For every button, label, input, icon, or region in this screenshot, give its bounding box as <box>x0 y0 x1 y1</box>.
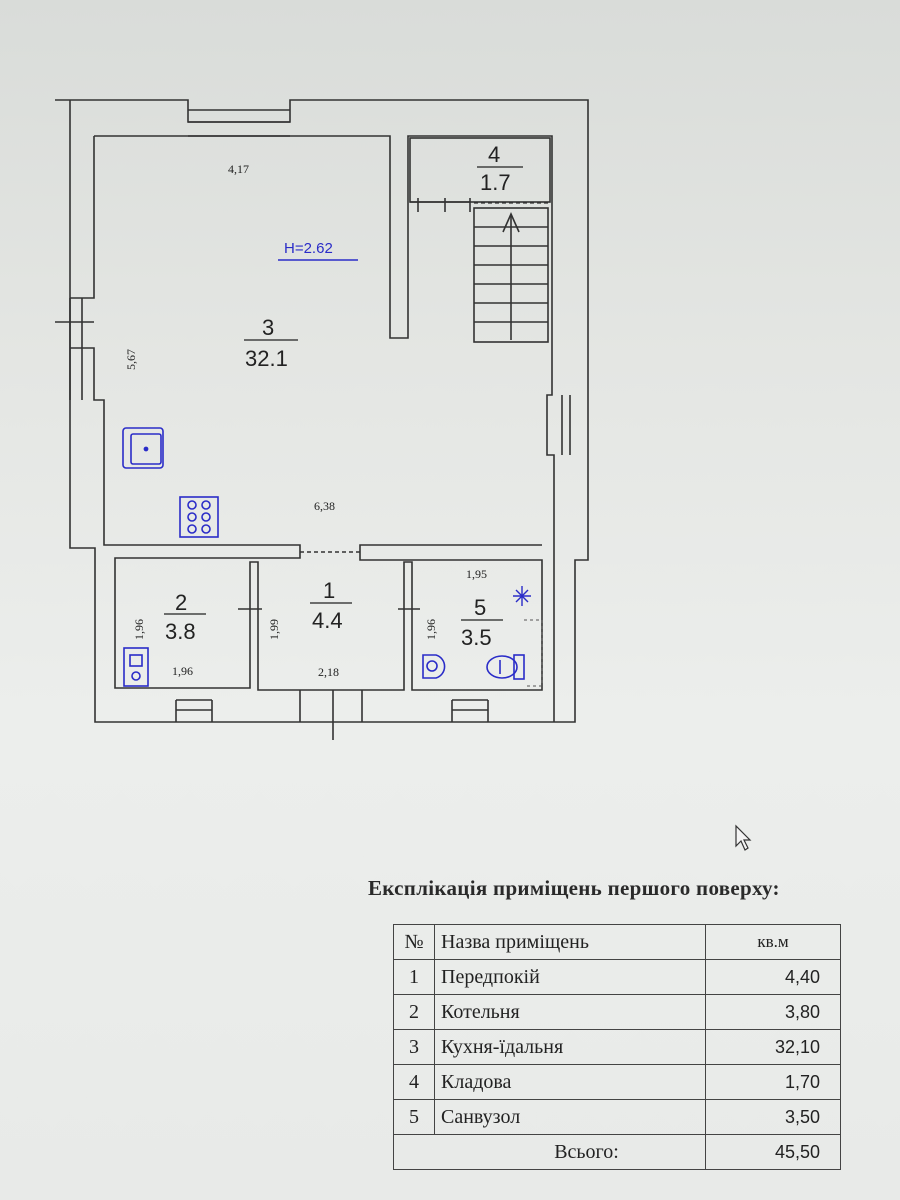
total-label: Всього: <box>393 1134 706 1170</box>
header-name: Назва приміщень <box>434 924 706 960</box>
explication-title: Експлікація приміщень першого поверху: <box>368 876 780 900</box>
table-row: 4 Кладова 1,70 <box>393 1064 841 1100</box>
row-name: Котельня <box>434 994 706 1030</box>
table-row: 5 Санвузол 3,50 <box>393 1099 841 1135</box>
row-name: Санвузол <box>434 1099 706 1135</box>
row-area: 32,10 <box>705 1029 841 1065</box>
dimension-middle: 6,38 <box>314 499 335 513</box>
header-area: кв.м <box>705 924 841 960</box>
row-name: Кладова <box>434 1064 706 1100</box>
room-3-area: 32.1 <box>245 346 288 371</box>
shower-icon <box>513 586 531 606</box>
mouse-cursor-icon <box>735 824 752 851</box>
row-no: 1 <box>393 959 435 995</box>
dimension-left: 5,67 <box>124 349 138 370</box>
room-4-number: 4 <box>488 142 500 167</box>
row-no: 2 <box>393 994 435 1030</box>
room-1-number: 1 <box>323 578 335 603</box>
washbasin-icon <box>422 654 446 679</box>
row-area: 3,50 <box>705 1099 841 1135</box>
table-total-row: Всього: 45,50 <box>393 1134 841 1170</box>
dimension-top: 4,17 <box>228 162 249 176</box>
table-row: 1 Передпокій 4,40 <box>393 959 841 995</box>
row-name: Кухня-їдальня <box>434 1029 706 1065</box>
explication-table: № Назва приміщень кв.м 1 Передпокій 4,40… <box>393 924 841 1170</box>
table-header-row: № Назва приміщень кв.м <box>393 924 841 960</box>
stove-icon <box>179 496 219 538</box>
table-row: 2 Котельня 3,80 <box>393 994 841 1030</box>
boiler-icon <box>123 647 149 687</box>
inner-wall <box>70 347 543 691</box>
room-4-area: 1.7 <box>480 170 511 195</box>
row-name: Передпокій <box>434 959 706 995</box>
dimension-room2-width: 1,96 <box>172 664 193 678</box>
toilet-icon <box>486 654 525 680</box>
floor-plan: H=2.62 3 32.1 4 1.7 2 3.8 1 4.4 5 3.5 4,… <box>55 99 752 851</box>
header-no: № <box>393 924 435 960</box>
row-area: 3,80 <box>705 994 841 1030</box>
ceiling-height-label: H=2.62 <box>284 240 333 257</box>
dimension-room2-height: 1,96 <box>132 619 146 640</box>
row-no: 4 <box>393 1064 435 1100</box>
room-3-number: 3 <box>262 315 274 340</box>
dimension-room5-height: 1,96 <box>424 619 438 640</box>
inner-wall <box>94 135 555 722</box>
room-2-area: 3.8 <box>165 619 196 644</box>
inner-wall <box>70 136 95 299</box>
dimension-room1-width: 2,18 <box>318 665 339 679</box>
room-5-number: 5 <box>474 595 486 620</box>
row-no: 5 <box>393 1099 435 1135</box>
room-5-area: 3.5 <box>461 625 492 650</box>
room-2-number: 2 <box>175 590 187 615</box>
table-row: 3 Кухня-їдальня 32,10 <box>393 1029 841 1065</box>
row-no: 3 <box>393 1029 435 1065</box>
dimension-room5-width: 1,95 <box>466 567 487 581</box>
sink-icon <box>122 427 164 469</box>
room-1-area: 4.4 <box>312 608 343 633</box>
total-value: 45,50 <box>705 1134 841 1170</box>
dimension-room1-height: 1,99 <box>267 619 281 640</box>
row-area: 1,70 <box>705 1064 841 1100</box>
row-area: 4,40 <box>705 959 841 995</box>
